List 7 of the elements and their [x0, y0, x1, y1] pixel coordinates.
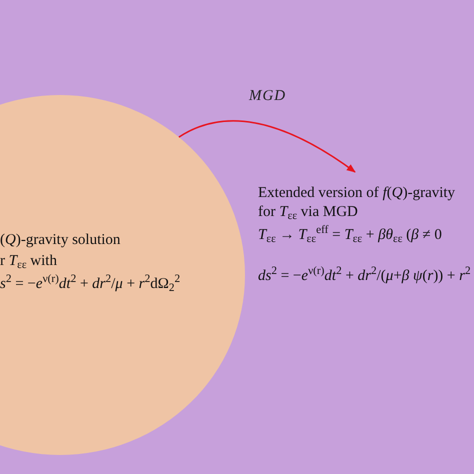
text-line: for T$_{εε}$ via MGD: [258, 203, 359, 222]
equation: ds$^{2}$ = −e$^{ν(r)}$dt$^{2}$ + dr$^{2}$/(μ+β ψ(r)) + r$^{2}$: [258, 267, 471, 286]
curved-arrow: [178, 120, 356, 173]
equation: T$_{εε}$ → T$_{εε}$$^{eff}$ = T$_{εε}$ + βθ$_{εε}$ (β ≠ 0: [258, 226, 443, 245]
text-line: Extended version of f(Q)-gravity: [258, 184, 456, 203]
text-line: (Q)-gravity solution: [0, 231, 122, 250]
text-line: r T$_{εε}$ with: [0, 252, 58, 271]
